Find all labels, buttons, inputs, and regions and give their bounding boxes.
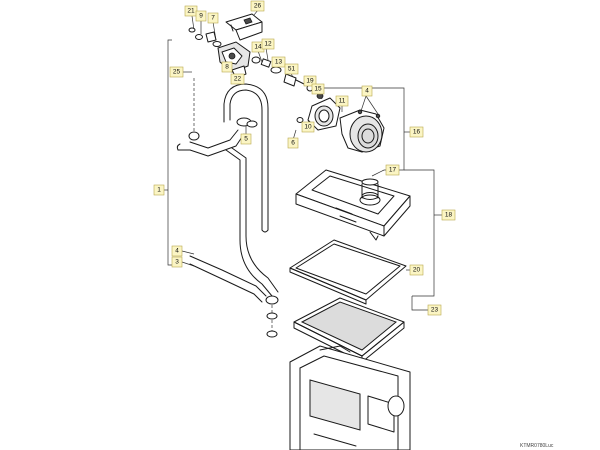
callout-21: 21 [187,8,195,15]
callout-9-box [195,10,207,22]
callout-23: 23 [431,307,439,314]
callout-7: 7 [211,15,215,22]
callout-12-box [261,38,275,50]
callout-4-left: 4 [175,248,179,255]
callouts: 21 9 7 26 25 8 22 14 12 13 51 19 15 11 4… [153,0,456,316]
callout-4-left-box [171,245,183,257]
callout-16: 16 [413,129,421,136]
leader-21 [191,15,195,31]
reference-code: KTMR0780Luc [520,443,554,449]
callout-6: 6 [291,140,295,147]
callout-51: 51 [288,66,296,73]
callout-23-box [427,304,442,316]
callout-51-box [284,63,299,75]
callout-25: 25 [173,69,181,76]
filter-mesh [293,297,405,363]
callout-18: 18 [445,212,453,219]
filter-cover [295,169,411,241]
callout-10: 10 [304,124,312,131]
callout-11: 11 [339,98,346,105]
callout-5: 5 [244,136,248,143]
callout-12: 12 [264,41,272,48]
leader-12 [265,47,269,61]
small-fasteners [188,27,222,47]
callout-3: 3 [175,259,179,266]
callout-17-box [385,164,400,176]
callout-25-box [169,66,184,78]
callout-8-box [221,61,233,73]
callout-7-box [207,12,219,24]
callout-19: 19 [306,78,314,85]
callout-15: 15 [314,86,322,93]
callout-11-box [335,95,349,107]
hoses [176,83,279,338]
leader-23 [411,296,434,311]
callout-20-box [409,264,424,276]
callout-22-box [230,73,245,85]
callout-10-box [301,121,315,133]
filter-frame [289,239,407,305]
callout-1: 1 [157,187,161,194]
callout-1-box [153,184,165,196]
callout-15-box [311,83,325,95]
callout-9: 9 [199,13,203,20]
callout-14: 14 [254,44,262,51]
leader-14 [257,50,263,63]
bracket-18 [404,169,435,297]
leader-4-left [181,250,195,255]
leader-lines [164,9,442,334]
heater-box [289,345,411,450]
leader-17 [371,169,385,177]
callout-18-box [441,209,456,221]
callout-17: 17 [389,167,397,174]
callout-4-top-box [361,85,373,97]
mounting-bracket [225,13,263,41]
callout-3-box [171,256,183,268]
callout-22: 22 [234,76,242,83]
callout-13: 13 [275,59,283,66]
callout-16-box [409,126,424,138]
callout-26: 26 [254,3,262,10]
valve-cluster [217,41,324,99]
callout-6-box [287,137,299,149]
callout-13-box [271,56,286,68]
callout-5-box [240,133,252,145]
callout-26-box [250,0,265,12]
blower-assembly [296,97,385,153]
callout-4-top: 4 [365,88,369,95]
callout-20: 20 [413,267,421,274]
callout-19-box [303,75,317,87]
callout-8: 8 [225,64,229,71]
